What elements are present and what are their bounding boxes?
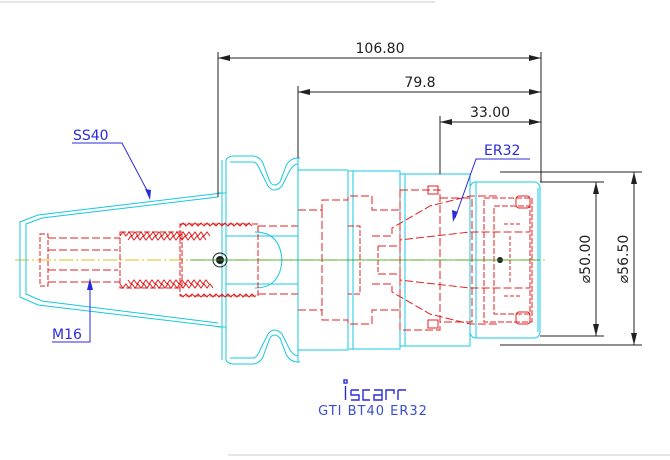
dimension-texts: 106.80 79.8 33.00 ⌀50.00 ⌀56.50	[356, 41, 633, 283]
leader-er32	[454, 158, 530, 219]
dim-33-00: 33.00	[470, 105, 510, 121]
dim-79-8: 79.8	[404, 75, 435, 91]
dim-106-80: 106.80	[356, 41, 405, 57]
drawing-caption: GTI BT40 ER32	[318, 404, 428, 419]
dim-dia-50: ⌀50.00	[578, 235, 594, 284]
label-texts: SS40 ER32 M16	[52, 128, 520, 343]
dim-dia-56-5: ⌀56.50	[616, 235, 632, 284]
label-m16: M16	[52, 327, 82, 343]
label-er32: ER32	[484, 143, 520, 159]
dimensions	[217, 52, 642, 346]
label-ss40: SS40	[73, 128, 109, 144]
leader-labels	[52, 142, 530, 343]
brand-logo	[343, 379, 406, 401]
leader-ss40	[72, 142, 151, 197]
leader-m16	[52, 282, 91, 343]
